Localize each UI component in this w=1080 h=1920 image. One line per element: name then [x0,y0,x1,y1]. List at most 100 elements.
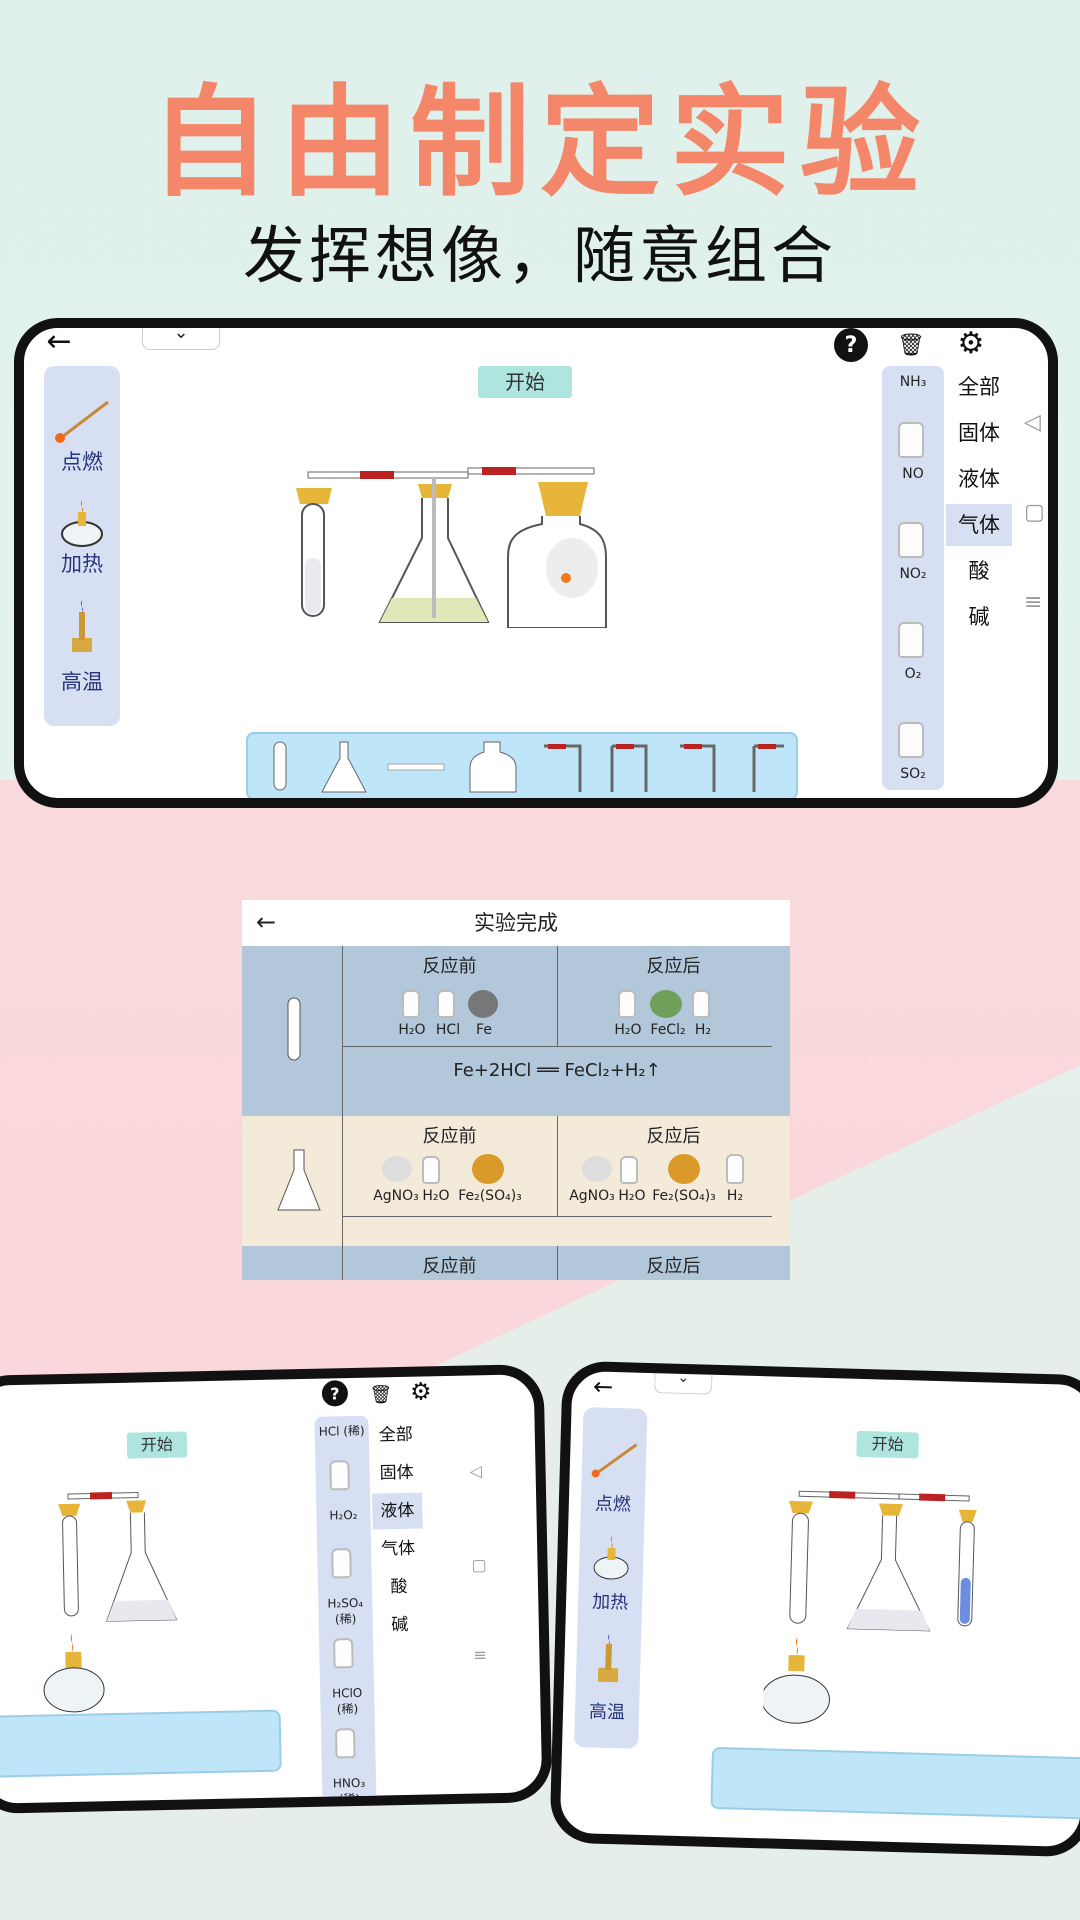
chem-label: HCl [435,1022,461,1038]
ferric-sulfate-pile [472,1154,504,1184]
category-gas[interactable]: 气体 [380,1538,416,1560]
iron-pile [468,990,498,1018]
glassware-tray[interactable] [0,1709,282,1778]
category-solid[interactable]: 固体 [958,421,1000,445]
result-row-2: 反应前 反应后 AgNO₃ H₂O Fe₂(SO₄)₃ AgNO₃ H₂O Fe… [242,1116,790,1246]
start-button[interactable]: 开始 [478,366,572,398]
reagent-item[interactable]: H₂O₂ [329,1507,358,1523]
ferrous-chloride-pile [650,990,682,1018]
blowtorch-icon [72,600,92,652]
result-title: 实验完成 [474,911,558,935]
match-icon [55,400,109,443]
reagent-list: HCl (稀) H₂O₂ H₂SO₄ (稀) HClO (稀) HNO₃ (稀) [314,1415,377,1813]
chem-label: Fe₂(SO₄)₃ [652,1188,716,1204]
nav-menu-icon[interactable]: ≡ [473,1645,488,1665]
category-acid[interactable]: 酸 [968,559,990,583]
reagent-item[interactable]: NO [902,466,924,482]
nav-home-icon[interactable]: ▢ [1024,500,1045,525]
reaction-equation: Fe+2HCl ══ FeCl₂+H₂↑ [453,1060,661,1081]
chem-label: H₂O [398,1022,426,1038]
reagent-item[interactable]: SO₂ [900,766,926,782]
bottle-icon [620,1156,638,1184]
reagent-item[interactable]: NH₃ [899,374,927,390]
silver-nitrate-pile [582,1156,612,1182]
tool-heat[interactable]: 加热 [591,1591,629,1614]
bottle-icon [437,990,455,1018]
bottle-icon [726,1154,744,1184]
reagent-list: NH₃ NO NO₂ O₂ SO₂ [882,366,944,790]
category-liquid[interactable]: 液体 [958,467,1000,491]
category-acid[interactable]: 酸 [390,1576,408,1598]
help-icon[interactable]: ? [834,328,868,362]
nav-back-icon[interactable]: ◁ [469,1461,483,1481]
category-liquid[interactable]: 液体 [372,1492,423,1530]
chevron-down-icon[interactable]: ⌄ [653,1367,713,1395]
apparatus-scene [762,1490,977,1724]
chem-label: Fe [476,1022,492,1038]
tool-panel: 点燃 加热 高温 [574,1407,648,1749]
chem-label: AgNO₃ [569,1188,615,1204]
start-button[interactable]: 开始 [856,1430,919,1459]
chem-label: Fe₂(SO₄)₃ [458,1188,522,1204]
reagent-item[interactable]: O₂ [904,666,922,682]
bottle-icon [898,722,924,762]
reagent-item[interactable]: H₂SO₄ (稀) [327,1595,364,1627]
reagent-item[interactable]: HClO (稀) [331,1685,363,1717]
bottle-icon [618,990,636,1018]
tool-ignite[interactable]: 点燃 [594,1493,632,1516]
back-arrow-icon[interactable]: ← [592,1372,614,1401]
bottle-icon [334,1728,356,1762]
chem-label: H₂O [422,1188,450,1204]
reagent-item[interactable]: HNO₃ (稀) [332,1775,366,1807]
category-all[interactable]: 全部 [958,375,1000,399]
back-arrow-icon[interactable]: ← [46,323,72,359]
reagent-item[interactable]: NO₂ [899,566,927,582]
chem-label: AgNO₃ [373,1188,419,1204]
category-base[interactable]: 碱 [968,605,990,629]
chem-label: H₂O [614,1022,642,1038]
test-tube-icon [287,997,301,1061]
start-button[interactable]: 开始 [126,1431,188,1459]
bottle-icon [333,1638,354,1672]
gear-icon[interactable]: ⚙ [409,1377,432,1406]
tool-high-temp[interactable]: 高温 [588,1701,626,1724]
category-gas[interactable]: 气体 [946,504,1012,546]
before-label: 反应前 [422,1256,477,1277]
blowtorch-icon [597,1633,619,1683]
tool-high-temp[interactable]: 高温 [61,670,103,694]
gear-icon[interactable]: ⚙ [957,325,985,361]
result-row-3: 反应前 反应后 [242,1246,790,1280]
glassware-items [273,741,784,793]
apparatus-scene [43,1492,178,1713]
after-label: 反应后 [646,956,701,977]
category-base[interactable]: 碱 [391,1614,409,1636]
back-arrow-icon[interactable]: ← [256,908,277,936]
bottle-icon [422,1156,440,1184]
tool-ignite[interactable]: 点燃 [61,450,103,474]
help-icon[interactable]: ? [321,1380,349,1407]
chem-label: H₂ [694,1022,712,1038]
ferric-sulfate-pile [668,1154,700,1184]
category-solid[interactable]: 固体 [379,1462,414,1484]
silver-nitrate-pile [382,1156,412,1182]
bottle-icon [898,422,924,462]
glassware-tray[interactable] [246,732,798,798]
trash-icon[interactable]: 🗑 [897,332,925,358]
before-label: 反应前 [422,956,477,977]
nav-home-icon[interactable]: ▢ [471,1555,487,1575]
match-icon [591,1443,638,1478]
bottle-icon [329,1460,350,1494]
reagent-item[interactable]: HCl (稀) [318,1423,365,1439]
category-all[interactable]: 全部 [378,1424,414,1446]
nav-menu-icon[interactable]: ≡ [1024,590,1043,615]
result-card: 实验完成 ← 反应前 反应后 H₂O HCl Fe H₂O FeCl₂ H₂ F… [242,900,790,1280]
alcohol-lamp-icon [61,500,103,547]
trash-icon[interactable]: 🗑 [369,1383,393,1406]
nav-back-icon[interactable]: ◁ [1024,410,1041,435]
result-row-1: 反应前 反应后 H₂O HCl Fe H₂O FeCl₂ H₂ Fe+2HCl … [242,946,790,1116]
bottle-icon [898,622,924,662]
phone-right: ← ⌄ 开始 点燃 加热 高温 [549,1360,1080,1858]
chevron-down-icon[interactable]: ⌄ [142,328,220,350]
glassware-tray[interactable] [710,1746,1080,1820]
tool-heat[interactable]: 加热 [61,552,103,576]
